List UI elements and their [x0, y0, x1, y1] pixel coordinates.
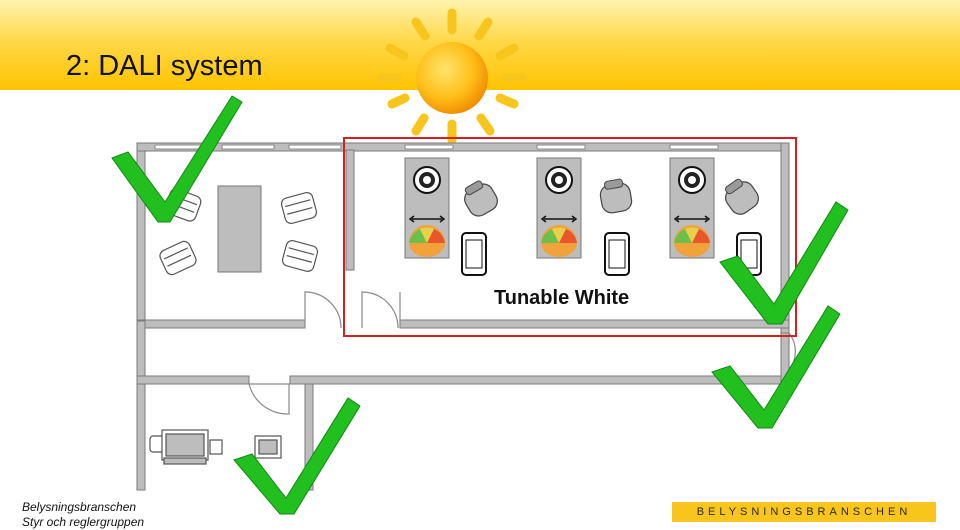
workstation-2	[536, 157, 633, 276]
brand-logo-text: BELYSNINGSBRANSCHEN	[696, 506, 912, 518]
check-mark-icon	[111, 95, 243, 223]
check-mark-icon	[233, 397, 361, 515]
footer-organization: Belysningsbranschen	[22, 500, 137, 514]
brand-logo: BELYSNINGSBRANSCHEN	[672, 502, 936, 522]
office-chair-icon	[281, 240, 319, 272]
slide-title: 2: DALI system	[66, 50, 263, 82]
check-mark-icon	[711, 305, 841, 429]
footer-group: Styr och reglergruppen	[22, 515, 145, 529]
tunable-white-label: Tunable White	[494, 287, 630, 309]
check-mark-icon	[719, 201, 849, 325]
office-chair-icon	[280, 192, 318, 224]
office-chair-icon	[724, 178, 759, 215]
desk-icon	[217, 185, 262, 273]
workstation-1	[404, 157, 498, 276]
wall	[136, 375, 250, 385]
office-chair-icon	[464, 180, 498, 217]
wall	[136, 383, 146, 491]
tunable-white-zone-highlight	[343, 137, 797, 337]
workstation-3	[669, 157, 762, 276]
wall	[345, 149, 355, 271]
office-chair-icon	[159, 240, 197, 276]
office-chair-icon	[599, 178, 633, 214]
